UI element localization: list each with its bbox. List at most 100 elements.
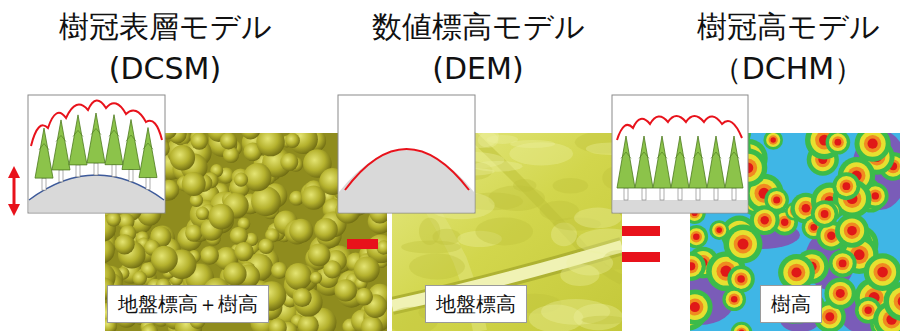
crown-level [690, 294, 708, 320]
crown [234, 173, 248, 187]
shade [566, 251, 613, 276]
image-panel: 数値標高モデル (DEM)地盤標高 [392, 133, 622, 331]
crown-level [690, 259, 698, 273]
crown-level [690, 302, 700, 312]
crown-level [716, 227, 722, 233]
trunk [714, 188, 718, 200]
crown [191, 133, 208, 150]
crown [285, 263, 312, 290]
crown-level [691, 231, 702, 242]
crown-level [824, 278, 856, 310]
crown-level [715, 225, 724, 234]
crown-level [750, 205, 780, 235]
crown [220, 133, 237, 150]
crown-level [709, 220, 729, 240]
tree [52, 120, 70, 170]
shade [576, 229, 622, 255]
crown-level [729, 230, 757, 258]
crown [185, 224, 202, 241]
shade [478, 133, 499, 148]
crown [223, 147, 239, 163]
box-label: 樹高 [771, 292, 811, 316]
crown [280, 153, 298, 171]
tree [105, 115, 123, 165]
shade [409, 254, 465, 280]
crown [268, 318, 286, 331]
crown [196, 207, 209, 220]
crown-level [847, 226, 857, 236]
crown-level [758, 213, 772, 227]
tree [617, 136, 635, 188]
crown-level [860, 133, 886, 157]
tree-line [143, 143, 153, 149]
tree [122, 120, 140, 170]
tree [69, 115, 87, 165]
label-box: 地盤標高 [425, 285, 527, 323]
crown-level [832, 172, 860, 200]
crown-level [829, 249, 857, 277]
dem-inset [338, 95, 475, 213]
crown [335, 279, 357, 301]
tree [707, 136, 725, 188]
crown [105, 238, 115, 263]
tree [689, 136, 707, 188]
crown-level [690, 295, 707, 330]
crown-level [874, 263, 892, 281]
crown-level [832, 136, 844, 148]
crown-level [773, 196, 780, 203]
tree [139, 128, 157, 178]
crown-level [826, 133, 851, 155]
crown [298, 315, 319, 331]
crown-level [771, 194, 783, 206]
equals-sign [622, 226, 660, 236]
crown-level [833, 286, 848, 301]
crown [170, 145, 195, 170]
crown-level [898, 296, 900, 307]
crown [308, 244, 331, 267]
crown-level [690, 289, 713, 324]
image-panel: 樹冠表層モデル (DCSM)地盤標高＋樹高 [105, 133, 387, 331]
crown [314, 218, 338, 242]
tree [653, 136, 671, 188]
crown-level [690, 299, 703, 316]
crown-level [712, 223, 726, 237]
crown-level [731, 296, 738, 303]
tree-line [657, 152, 667, 158]
crown [355, 288, 373, 306]
label-box: 地盤標高＋樹高 [107, 285, 269, 323]
crown-level [844, 223, 860, 239]
trunk [59, 170, 63, 182]
crown-level [827, 232, 835, 240]
crown-level [693, 233, 700, 240]
crown [182, 172, 206, 196]
tree [671, 136, 689, 188]
crown-level [836, 176, 856, 196]
trunk [76, 165, 80, 177]
crown [289, 219, 313, 243]
trunk [129, 170, 133, 182]
crown-level [791, 267, 801, 277]
crown [293, 288, 312, 307]
shade [473, 161, 523, 172]
crown-level [783, 259, 809, 285]
crown-level [690, 256, 702, 277]
tree-line [621, 152, 631, 158]
crown-level [802, 204, 811, 213]
crown-level [729, 294, 740, 305]
trunk [624, 188, 628, 200]
box-label: 地盤標高 [436, 292, 516, 316]
crown-level [864, 253, 900, 291]
crown-level [862, 304, 875, 317]
tree-line [91, 129, 101, 135]
crown-level [894, 292, 900, 311]
crown-level [840, 180, 853, 193]
crown-level [822, 309, 837, 324]
trunk [112, 165, 116, 177]
tree-line [693, 152, 703, 158]
tree-line [56, 135, 66, 141]
trunk [732, 188, 736, 200]
crown [258, 239, 274, 255]
crown-level [726, 291, 743, 308]
tree-line [729, 152, 739, 158]
crown-level [731, 322, 753, 331]
